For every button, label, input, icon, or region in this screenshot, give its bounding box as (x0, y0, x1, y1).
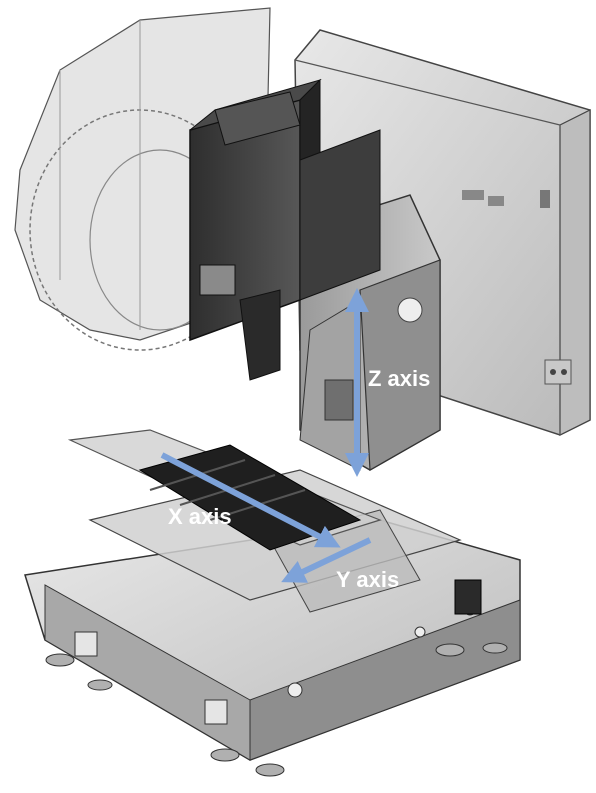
leveling-feet (45, 642, 508, 777)
axis-arrows (160, 288, 372, 583)
column (299, 194, 441, 472)
x-axis-label: X axis (168, 504, 232, 529)
y-axis-motor (454, 579, 482, 615)
y-axis-arrow (281, 537, 372, 583)
x-axis-arrow (160, 452, 341, 548)
z-axis-label: Z axis (368, 366, 430, 391)
spindle-head (189, 78, 381, 381)
y-axis-label: Y axis (336, 567, 399, 592)
